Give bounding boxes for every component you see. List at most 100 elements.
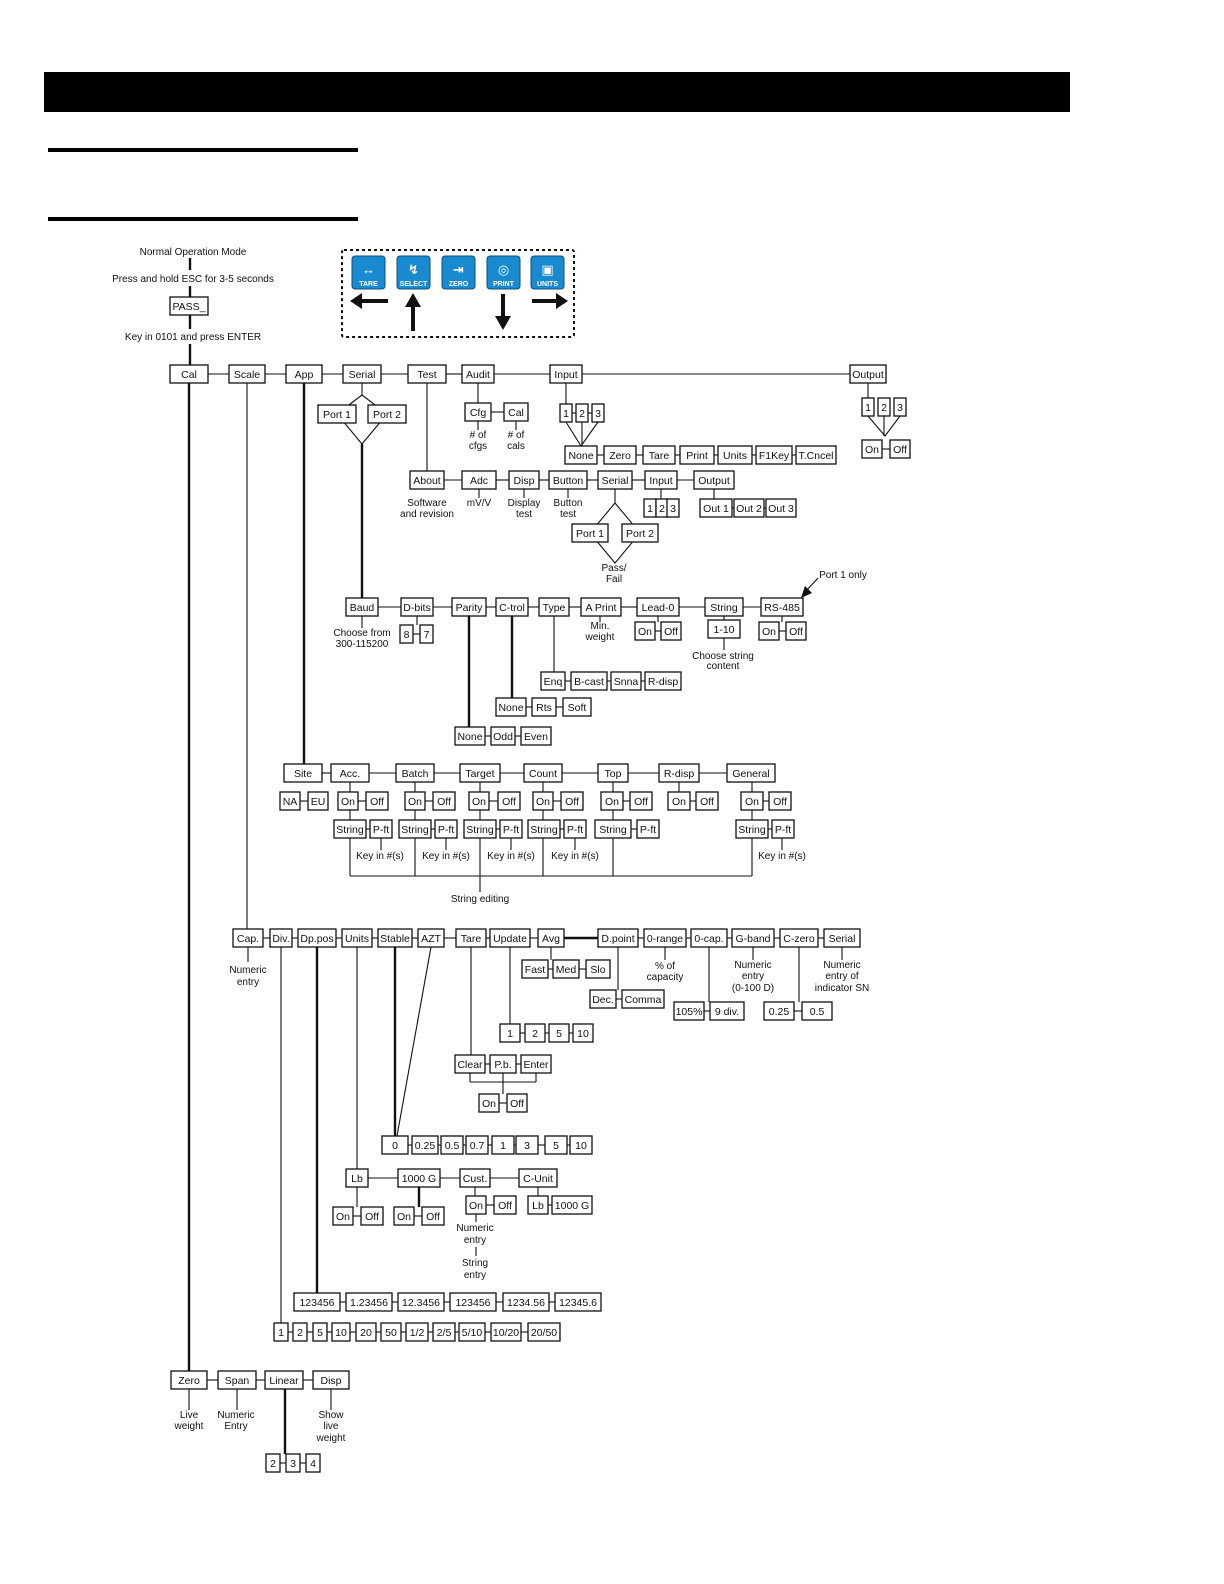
menu-box-p-ft: P-ft bbox=[636, 819, 660, 839]
svg-text:Count: Count bbox=[529, 768, 557, 780]
annotation-entry: entry bbox=[237, 977, 259, 988]
menu-box-c-zero: C-zero bbox=[779, 928, 819, 948]
annotation-entry: entry bbox=[464, 1270, 486, 1281]
annotation-fail: Fail bbox=[606, 574, 622, 585]
svg-text:0.25: 0.25 bbox=[415, 1140, 436, 1152]
svg-text:10/20: 10/20 bbox=[493, 1327, 519, 1339]
svg-text:Parity: Parity bbox=[456, 602, 484, 614]
menu-box-fast: Fast bbox=[521, 959, 549, 979]
svg-text:Cap.: Cap. bbox=[237, 933, 259, 945]
svg-text:Port 2: Port 2 bbox=[626, 528, 654, 540]
menu-box-serial: Serial bbox=[342, 364, 382, 384]
menu-box-off: Off bbox=[695, 791, 719, 811]
svg-text:7: 7 bbox=[424, 629, 430, 641]
menu-box-10: 10 bbox=[572, 1023, 594, 1043]
svg-text:1/2: 1/2 bbox=[410, 1327, 425, 1339]
menu-box-update: Update bbox=[489, 928, 531, 948]
menu-box-0-5: 0.5 bbox=[440, 1135, 464, 1155]
svg-text:3: 3 bbox=[290, 1458, 296, 1470]
menu-box-off: Off bbox=[889, 439, 911, 459]
svg-text:AZT: AZT bbox=[421, 933, 441, 945]
svg-text:Comma: Comma bbox=[625, 994, 662, 1006]
menu-box-string: String bbox=[463, 819, 497, 839]
annotation-string-editing: String editing bbox=[451, 894, 509, 905]
svg-text:Lb: Lb bbox=[532, 1200, 544, 1212]
svg-text:Odd: Odd bbox=[493, 731, 513, 743]
menu-box-2: 2 bbox=[524, 1023, 546, 1043]
svg-text:On: On bbox=[536, 796, 550, 808]
menu-box-serial: Serial bbox=[597, 470, 633, 490]
menu-box-string: String bbox=[527, 819, 561, 839]
svg-text:String: String bbox=[710, 602, 738, 614]
svg-text:1: 1 bbox=[647, 503, 653, 515]
annotation-cfgs: cfgs bbox=[469, 441, 487, 452]
svg-text:C-Unit: C-Unit bbox=[523, 1173, 553, 1185]
menu-box-3: 3 bbox=[285, 1453, 301, 1473]
units-icon: ▣UNITS bbox=[530, 255, 565, 290]
svg-text:1: 1 bbox=[500, 1140, 506, 1152]
svg-text:R-disp: R-disp bbox=[664, 768, 695, 780]
svg-text:12.3456: 12.3456 bbox=[402, 1297, 440, 1309]
menu-box-off: Off bbox=[660, 621, 682, 641]
svg-text:Lead-0: Lead-0 bbox=[642, 602, 675, 614]
menu-box-stable: Stable bbox=[377, 928, 413, 948]
print-icon: ◎PRINT bbox=[486, 255, 521, 290]
svg-text:On: On bbox=[397, 1211, 411, 1223]
menu-box-d-bits: D-bits bbox=[400, 597, 434, 617]
svg-text:Acc.: Acc. bbox=[340, 768, 360, 780]
menu-box-input: Input bbox=[549, 364, 583, 384]
svg-text:0: 0 bbox=[392, 1140, 398, 1152]
svg-text:Cfg: Cfg bbox=[470, 407, 487, 419]
menu-box-10: 10 bbox=[569, 1135, 593, 1155]
annotation-string: String bbox=[462, 1258, 488, 1269]
svg-text:Off: Off bbox=[700, 796, 714, 808]
svg-text:Snna: Snna bbox=[614, 676, 639, 688]
svg-text:String: String bbox=[530, 824, 558, 836]
menu-box-port-1: Port 1 bbox=[571, 523, 609, 543]
svg-text:None: None bbox=[457, 731, 482, 743]
svg-text:P-ft: P-ft bbox=[567, 824, 583, 836]
menu-box-test: Test bbox=[407, 364, 447, 384]
svg-text:Print: Print bbox=[686, 450, 708, 462]
menu-box-parity: Parity bbox=[451, 597, 487, 617]
menu-box-adc: Adc bbox=[461, 470, 497, 490]
annotation-mv-v: mV/V bbox=[467, 498, 492, 509]
annotation-key-in-s: Key in #(s) bbox=[422, 851, 470, 862]
menu-box-on: On bbox=[332, 1206, 354, 1226]
menu-box-top: Top bbox=[597, 763, 629, 783]
menu-box-0-7: 0.7 bbox=[465, 1135, 489, 1155]
svg-text:Rts: Rts bbox=[536, 702, 552, 714]
left-arrow-icon bbox=[350, 293, 388, 309]
svg-text:Serial: Serial bbox=[602, 475, 629, 487]
svg-text:0.7: 0.7 bbox=[470, 1140, 485, 1152]
svg-text:Output: Output bbox=[852, 369, 884, 381]
menu-box-3: 3 bbox=[893, 397, 907, 417]
svg-text:On: On bbox=[605, 796, 619, 808]
menu-box-p-ft: P-ft bbox=[771, 819, 795, 839]
svg-text:On: On bbox=[482, 1098, 496, 1110]
annotation-display: Display bbox=[508, 498, 541, 509]
svg-text:About: About bbox=[413, 475, 441, 487]
svg-text:5: 5 bbox=[317, 1327, 323, 1339]
annotation-software: Software bbox=[407, 498, 447, 509]
svg-text:Off: Off bbox=[634, 796, 648, 808]
svg-text:0.5: 0.5 bbox=[445, 1140, 460, 1152]
menu-box-off: Off bbox=[785, 621, 807, 641]
menu-box-off: Off bbox=[432, 791, 456, 811]
svg-text:5: 5 bbox=[556, 1028, 562, 1040]
svg-text:Zero: Zero bbox=[178, 1375, 200, 1387]
menu-box-cap: Cap. bbox=[232, 928, 264, 948]
menu-box-off: Off bbox=[360, 1206, 384, 1226]
svg-text:Tare: Tare bbox=[461, 933, 482, 945]
svg-text:On: On bbox=[672, 796, 686, 808]
menu-box-on: On bbox=[758, 621, 780, 641]
svg-text:D-bits: D-bits bbox=[403, 602, 430, 614]
menu-box-5: 5 bbox=[548, 1023, 570, 1043]
svg-text:Off: Off bbox=[426, 1211, 440, 1223]
annotation-numeric: Numeric bbox=[823, 960, 860, 971]
menu-box-out-3: Out 3 bbox=[765, 498, 797, 518]
menu-box-port-1: Port 1 bbox=[317, 404, 357, 424]
menu-box-g-band: G-band bbox=[731, 928, 775, 948]
menu-box-105: 105% bbox=[673, 1001, 705, 1021]
svg-text:P-ft: P-ft bbox=[503, 824, 519, 836]
